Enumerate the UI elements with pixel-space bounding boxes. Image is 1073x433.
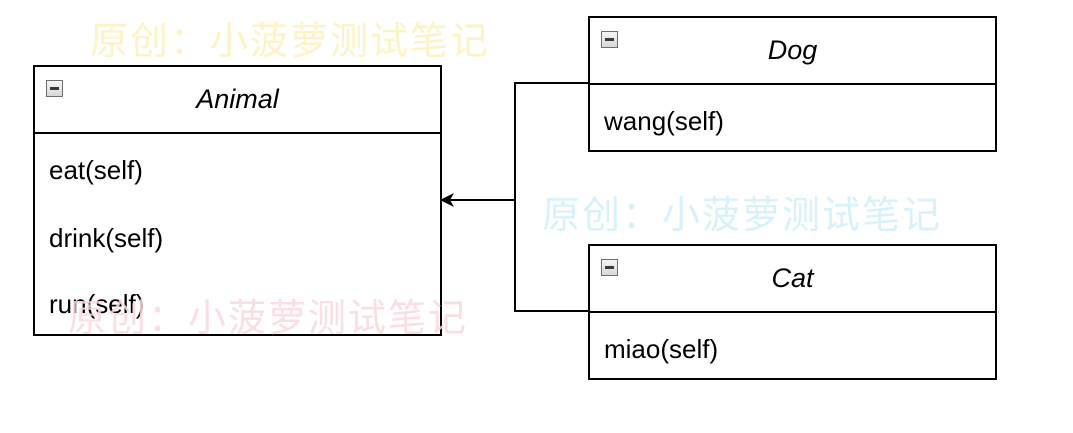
dog-class[interactable]: Dog wang(self) bbox=[588, 16, 997, 152]
dog-class-name: Dog bbox=[767, 35, 818, 65]
dog-class-header[interactable]: Dog bbox=[590, 18, 995, 85]
method-miao: miao(self) bbox=[604, 334, 719, 364]
method-wang: wang(self) bbox=[604, 106, 724, 136]
method-run: run(self) bbox=[49, 289, 145, 319]
cat-class-header[interactable]: Cat bbox=[590, 246, 995, 313]
cat-class[interactable]: Cat miao(self) bbox=[588, 244, 997, 380]
dog-to-animal-connector bbox=[440, 82, 588, 207]
animal-class-name: Animal bbox=[196, 84, 279, 114]
cat-to-animal-connector bbox=[514, 200, 588, 312]
animal-class[interactable]: Animal eat(self) drink(self) run(self) bbox=[33, 65, 442, 336]
animal-class-header[interactable]: Animal bbox=[35, 67, 440, 134]
collapse-icon[interactable] bbox=[46, 80, 63, 97]
collapse-icon[interactable] bbox=[601, 259, 618, 276]
method-drink: drink(self) bbox=[49, 223, 164, 253]
method-eat: eat(self) bbox=[49, 155, 143, 185]
collapse-icon[interactable] bbox=[601, 31, 618, 48]
cat-class-name: Cat bbox=[771, 263, 814, 293]
